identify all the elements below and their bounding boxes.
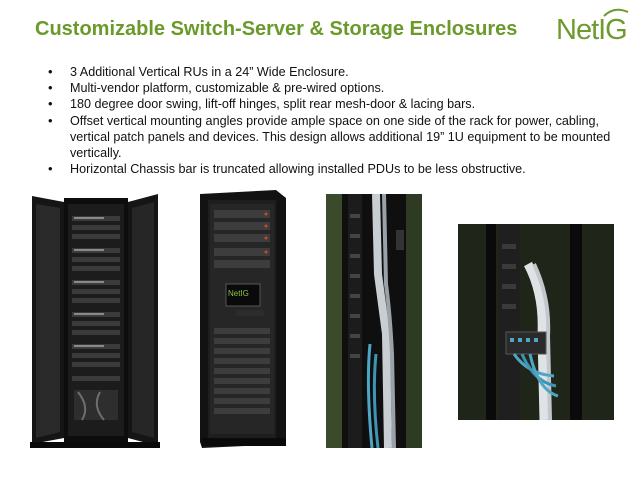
bullet-item: 3 Additional Vertical RUs in a 24” Wide … (48, 64, 618, 80)
logo-text: NetIG (556, 14, 628, 46)
cable-management-icon (326, 194, 422, 448)
rack-badge-text: NetIG (228, 289, 249, 298)
closed-rack-photo: NetIG (196, 188, 288, 450)
vertical-cabling-photo (326, 194, 422, 448)
open-rack-photo (30, 192, 160, 448)
slide-title: Customizable Switch-Server & Storage Enc… (35, 18, 518, 40)
netig-logo: NetIG (548, 8, 630, 46)
bullet-list: 3 Additional Vertical RUs in a 24” Wide … (48, 64, 618, 178)
bullet-item: 180 degree door swing, lift-off hinges, … (48, 96, 618, 112)
patch-panel-icon (458, 224, 614, 420)
patch-panel-photo (458, 224, 614, 420)
logo-swoosh-icon (603, 8, 629, 17)
server-rack-open-icon (30, 194, 160, 448)
bullet-item: Offset vertical mounting angles provide … (48, 113, 618, 162)
server-rack-closed-icon (200, 190, 286, 448)
bullet-item: Multi-vendor platform, customizable & pr… (48, 80, 618, 96)
bullet-item: Horizontal Chassis bar is truncated allo… (48, 161, 618, 177)
